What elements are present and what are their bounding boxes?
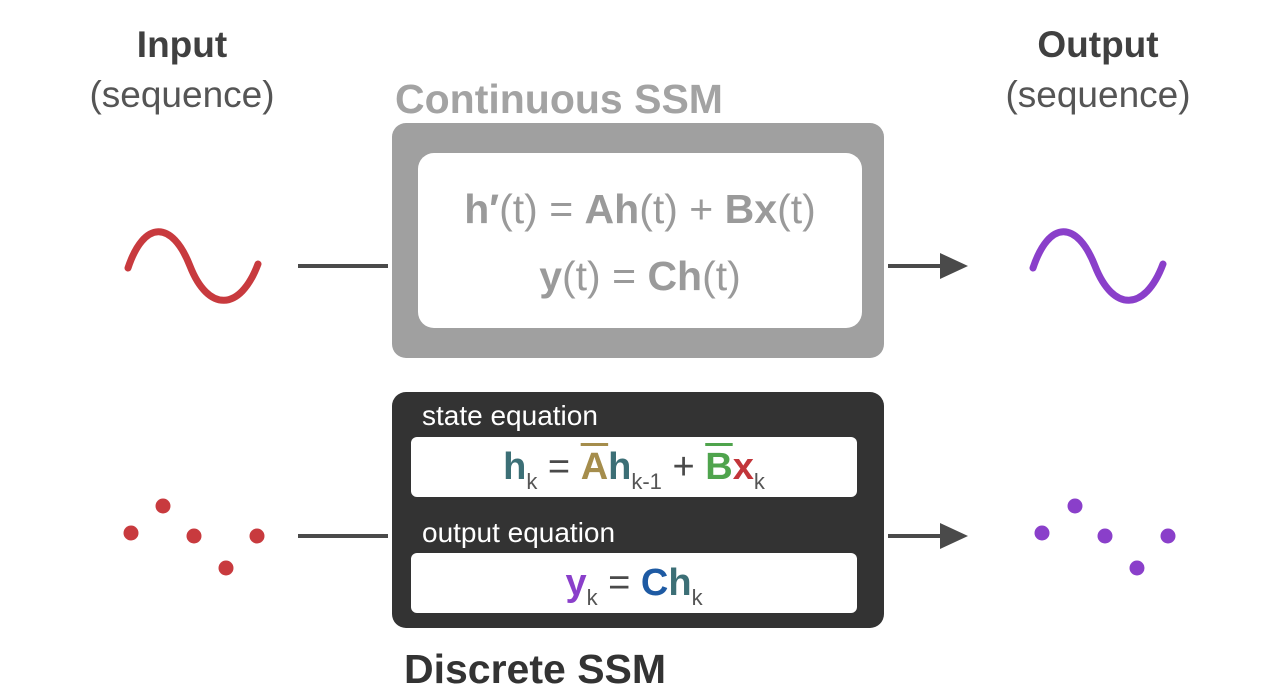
input-dot <box>218 560 234 576</box>
continuous-state-equation: h′(t) = Ah(t) + Bx(t) <box>464 186 816 232</box>
output-dot <box>1160 528 1176 544</box>
output-dot <box>1067 498 1083 514</box>
continuous-ssm-title: Continuous SSM <box>395 76 723 122</box>
state-equation-label: state equation <box>422 400 598 431</box>
output-subtitle: (sequence) <box>1005 74 1191 115</box>
output-label: Output (sequence) <box>978 20 1218 120</box>
discrete-output-arrowhead <box>940 523 968 549</box>
input-sine-wave-icon <box>124 228 262 304</box>
state-equation: hk = Ahk-1 + Bxk <box>411 437 857 497</box>
output-equation: yk = Chk <box>411 553 857 613</box>
input-title: Input <box>136 24 228 65</box>
discrete-ssm-title: Discrete SSM <box>404 646 667 692</box>
output-dot <box>1129 560 1145 576</box>
output-title: Output <box>1037 24 1159 65</box>
output-sine-wave-icon <box>1029 228 1167 304</box>
output-equation-label: output equation <box>422 517 616 548</box>
input-dot <box>249 528 265 544</box>
input-dot <box>186 528 202 544</box>
output-dot <box>1034 525 1050 541</box>
input-dot <box>123 525 139 541</box>
output-dot <box>1097 528 1113 544</box>
input-label: Input (sequence) <box>62 20 302 120</box>
continuous-output-equation: y(t) = Ch(t) <box>539 253 741 299</box>
continuous-output-arrowhead <box>940 253 968 279</box>
input-dot <box>155 498 171 514</box>
input-subtitle: (sequence) <box>89 74 275 115</box>
continuous-ssm-equations: h′(t) = Ah(t) + Bx(t) y(t) = Ch(t) <box>418 153 862 328</box>
